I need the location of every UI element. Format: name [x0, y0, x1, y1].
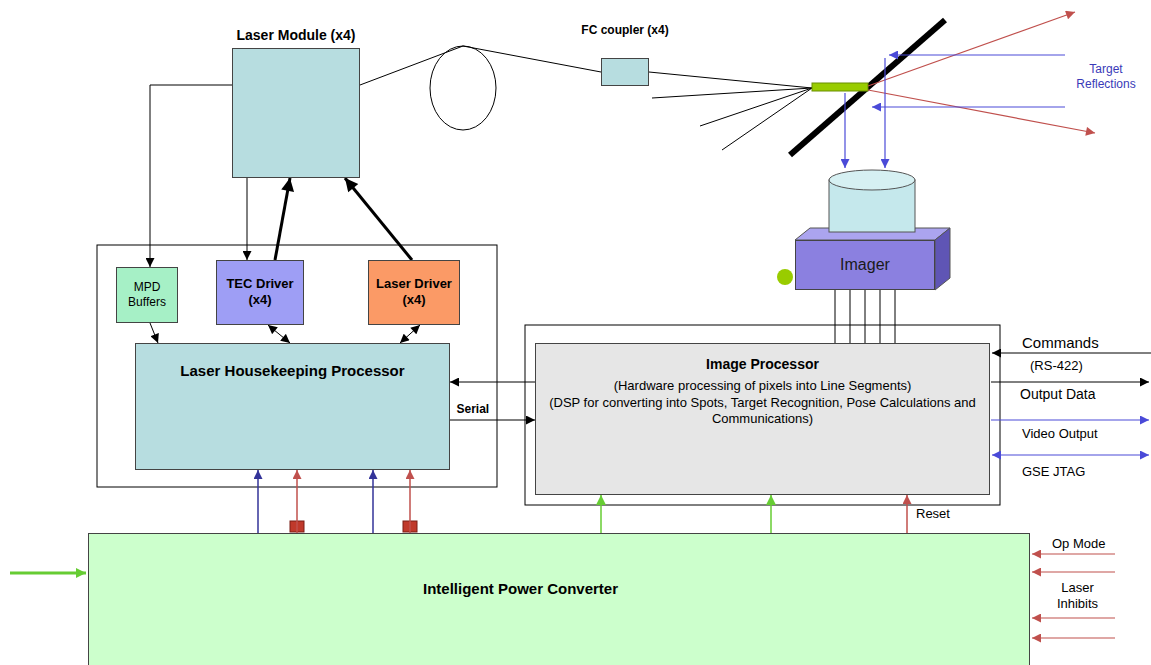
connector — [247, 178, 248, 260]
signal-label: Serial — [456, 401, 491, 417]
housekeeping-board — [97, 245, 497, 487]
connector — [450, 420, 535, 421]
signal-label: (RS-422) — [1030, 358, 1083, 374]
label-anchor: GSE JTAG — [1022, 464, 1085, 480]
fiber-loop — [430, 46, 496, 130]
connector — [296, 470, 298, 533]
reflection-rays — [845, 55, 1065, 168]
edge-label-anchor: Reset — [915, 506, 951, 522]
edge-label-anchor: Serial — [456, 401, 491, 417]
lens-top — [829, 170, 915, 190]
node-title: Imager — [840, 255, 890, 275]
label-anchor: Op Mode — [1052, 536, 1105, 552]
processor-box: Laser Housekeeping Processor — [135, 343, 450, 470]
connector — [345, 178, 412, 260]
connector — [360, 46, 601, 85]
node-title: Intelligent Power Converter — [423, 580, 618, 599]
connector — [600, 495, 602, 533]
laser-module: Laser Module (x4) — [232, 48, 360, 178]
connector — [150, 323, 158, 343]
signal-label: Commands — [1022, 334, 1099, 352]
connector — [268, 325, 290, 343]
connector — [257, 470, 259, 533]
connector — [400, 325, 420, 343]
connector — [906, 495, 908, 533]
mirror — [790, 20, 945, 155]
node-description: (DSP for converting into Spots, Target R… — [539, 395, 986, 428]
connector — [450, 382, 535, 383]
driver-box: TEC Driver (x4) — [216, 260, 304, 325]
node-title: Laser Housekeeping Processor — [180, 362, 404, 381]
connector — [275, 178, 290, 260]
fiber-coupler: FC coupler (x4) — [601, 58, 649, 86]
connector — [409, 470, 411, 533]
signal-label: Target Reflections — [1066, 62, 1146, 92]
signal-label: GSE JTAG — [1022, 464, 1085, 480]
fiber-bundle — [649, 72, 812, 150]
processor-box: Image Processor (Hardware processing of p… — [535, 343, 990, 495]
label-anchor: Commands — [1022, 334, 1099, 352]
signal-label: Op Mode — [1052, 536, 1105, 552]
driver-box: Laser Driver (x4) — [368, 260, 460, 325]
buffer-box: MPD Buffers — [116, 267, 178, 323]
label-anchor: Laser Inhibits — [1040, 580, 1115, 612]
node-title: FC coupler (x4) — [581, 23, 668, 38]
signal-label: Video Output — [1022, 426, 1098, 442]
signal-label: Laser Inhibits — [1040, 580, 1115, 612]
connector — [770, 495, 772, 533]
node-title: Image Processor — [706, 356, 819, 374]
node-title: Laser Driver (x4) — [372, 276, 456, 309]
node-title: MPD Buffers — [120, 280, 174, 310]
label-anchor: (RS-422) — [1030, 358, 1083, 374]
imager-box: Imager — [795, 240, 935, 290]
image-board — [525, 325, 1000, 505]
power-converter-box: Intelligent Power Converter — [88, 533, 1030, 665]
optical-head — [812, 83, 868, 91]
signal-label: Output Data — [1020, 386, 1096, 403]
label-anchor: Target Reflections — [1066, 62, 1146, 92]
node-title: TEC Driver (x4) — [220, 276, 300, 309]
signal-label: Reset — [915, 506, 951, 522]
node-title: Laser Module (x4) — [236, 27, 355, 45]
connector — [372, 470, 374, 533]
imager-side — [935, 228, 950, 290]
temperature-sensor — [777, 269, 793, 285]
connector — [865, 290, 866, 343]
label-anchor: Video Output — [1022, 426, 1098, 442]
connector — [150, 85, 232, 267]
power-input-arrow — [10, 572, 86, 575]
outgoing-rays — [868, 12, 1095, 133]
pixel-bus — [835, 290, 895, 343]
node-description: (Hardware processing of pixels into Line… — [614, 378, 912, 394]
label-anchor: Output Data — [1020, 386, 1096, 403]
